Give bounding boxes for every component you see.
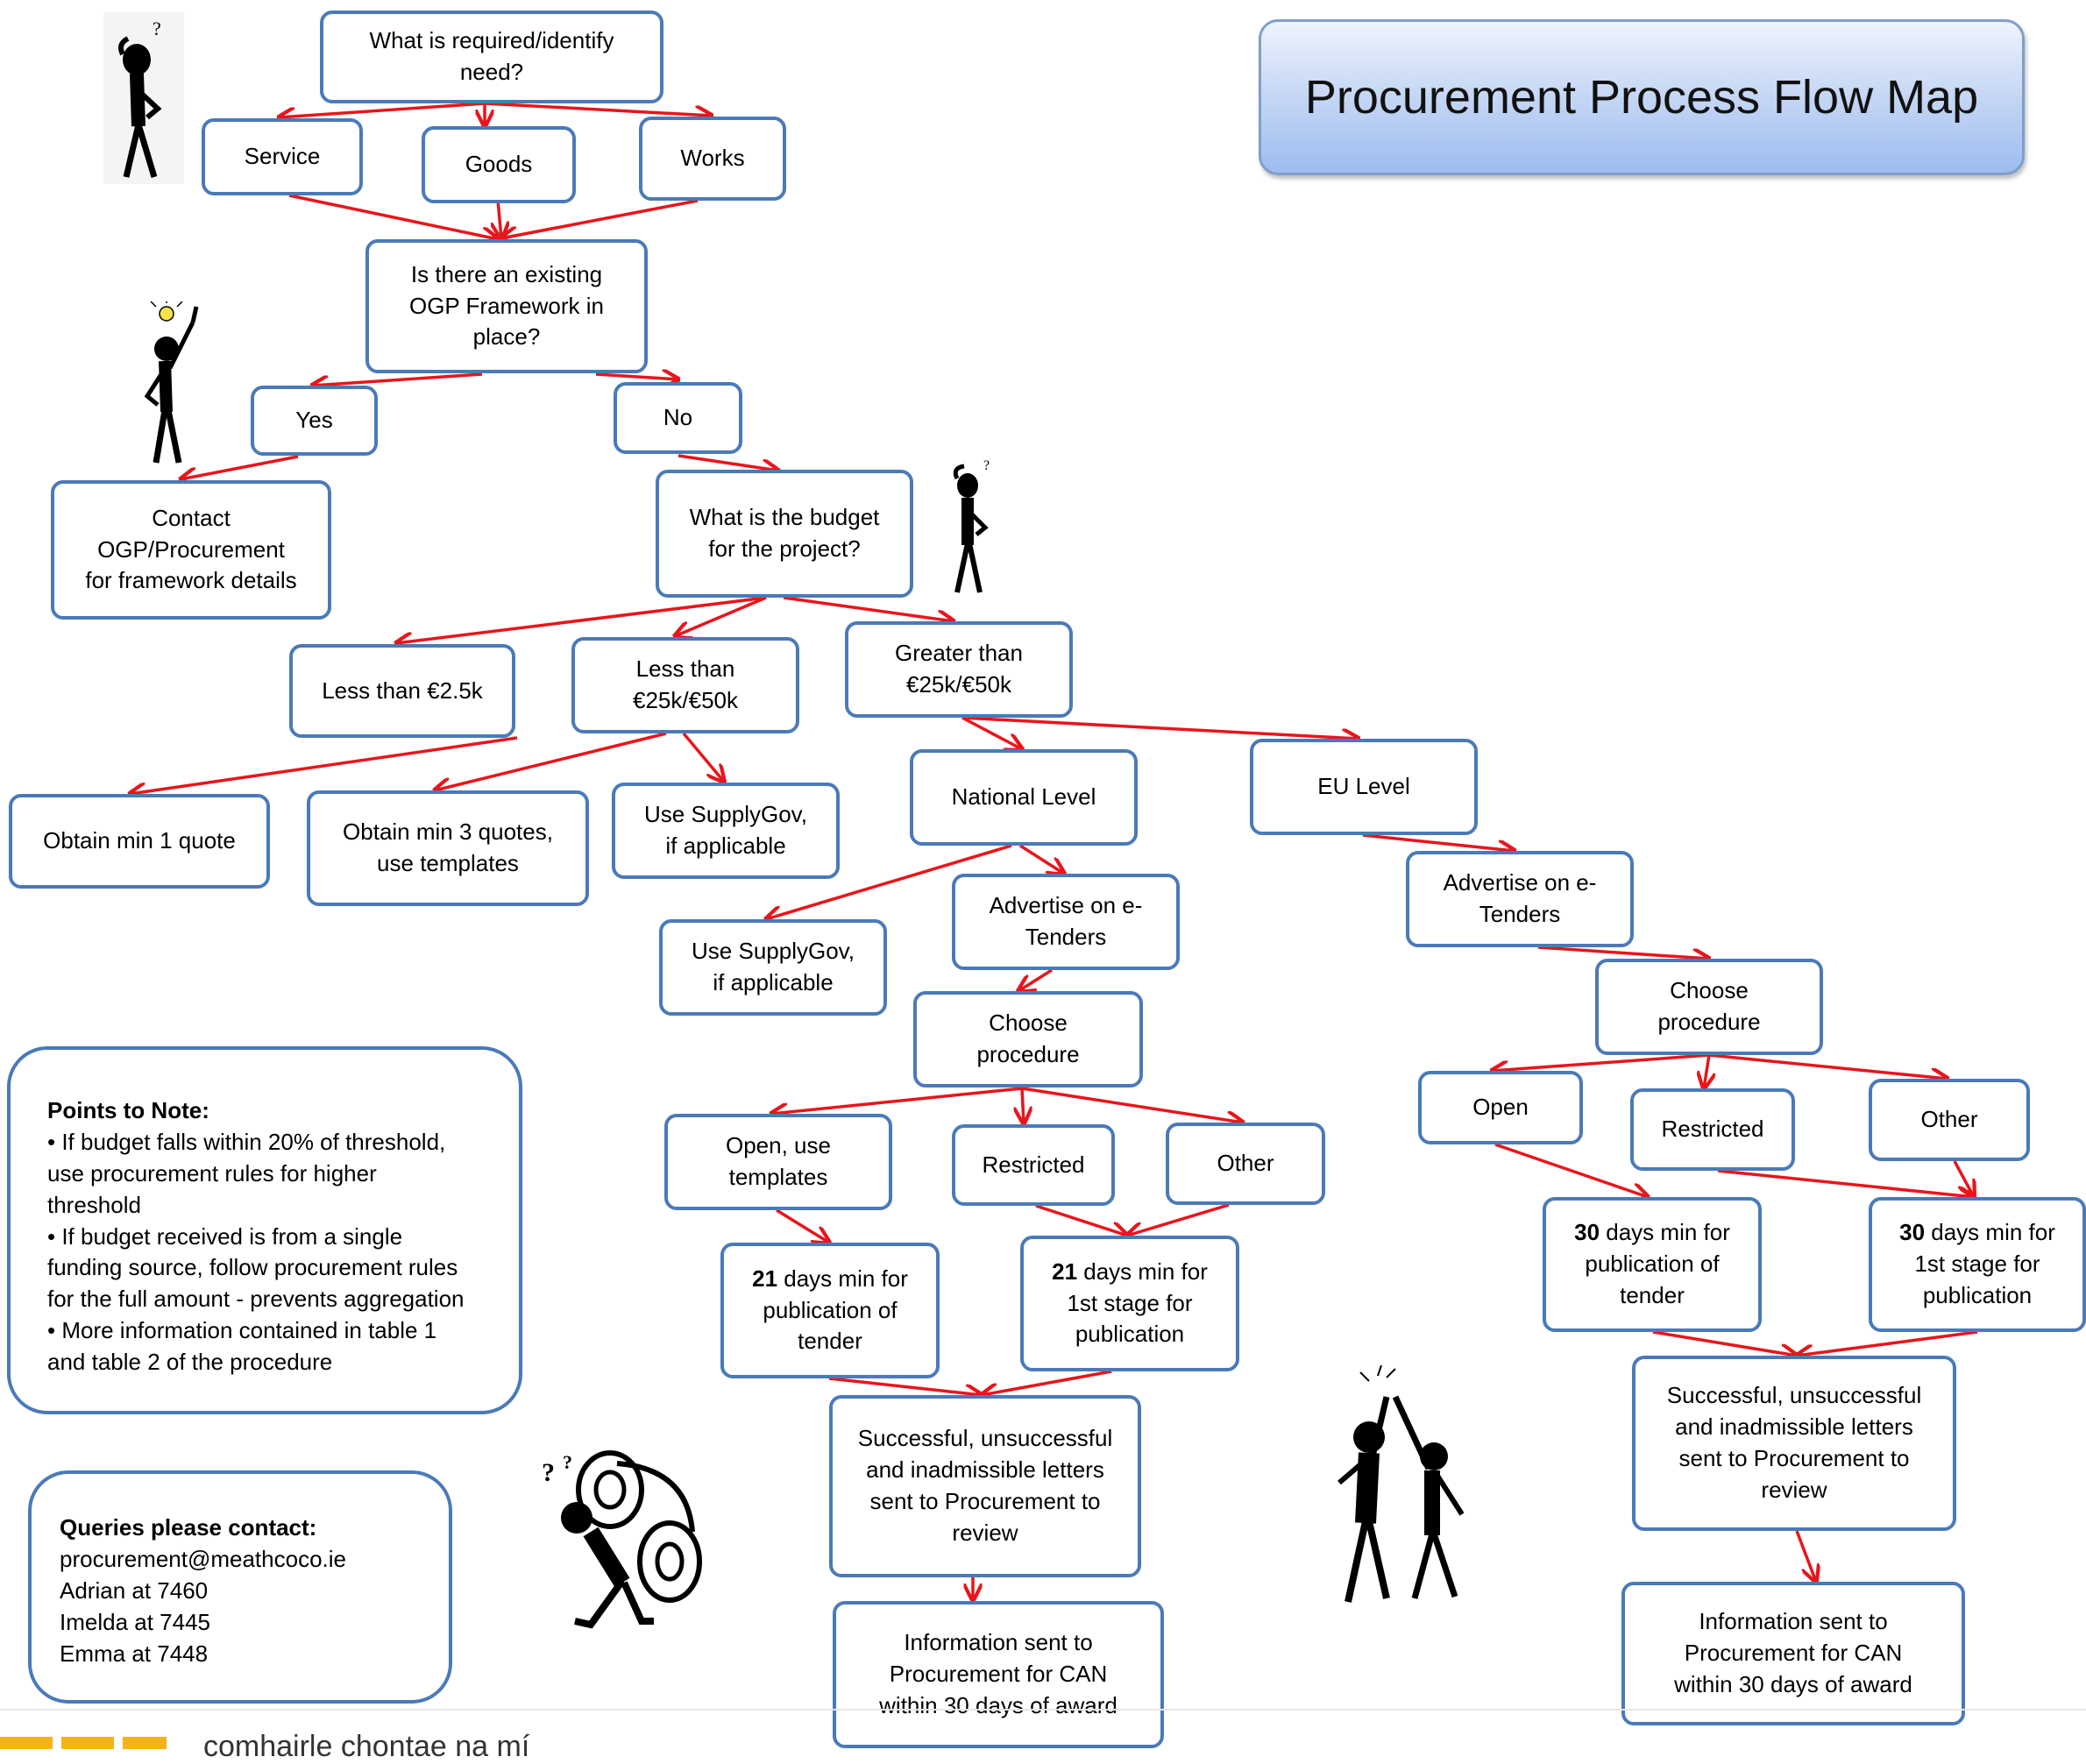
flow-arrow (312, 372, 483, 386)
flow-arrow (288, 194, 498, 239)
idea-figure-icon (144, 301, 199, 464)
flow-arrow (961, 716, 1359, 739)
flow-arrow (1708, 1053, 1948, 1079)
national-restricted-box: Restricted (952, 1124, 1115, 1206)
less-than-2-5k-box: Less than €2.5k (289, 644, 515, 738)
flow-arrow (1537, 946, 1709, 959)
eu-advertise-etenders-box: Advertise on e-Tenders (1406, 851, 1634, 947)
page-title-box: Procurement Process Flow Map (1259, 19, 2025, 175)
flow-arrow (1018, 968, 1053, 991)
flow-arrow (1652, 1330, 1797, 1356)
flow-arrow (181, 455, 299, 479)
flow-arrow (961, 716, 1022, 749)
obtain-1-quote-box: Obtain min 1 quote (9, 794, 270, 889)
flow-arrow (675, 596, 767, 636)
flow-arrow (1035, 1204, 1127, 1236)
flow-arrow (1795, 1530, 1816, 1582)
flow-arrow (982, 1370, 1112, 1395)
confused-figure-icon: ? ? (542, 1450, 702, 1629)
flow-arrow (595, 374, 678, 379)
no-box: No (614, 382, 742, 454)
svg-text:?: ? (542, 1458, 555, 1487)
eu-restricted-box: Restricted (1630, 1088, 1795, 1171)
flow-arrow (766, 844, 1012, 919)
council-logo-icon (0, 1737, 167, 1749)
national-advertise-etenders-box: Advertise on e-Tenders (952, 874, 1180, 970)
works-box: Works (639, 117, 786, 201)
flow-arrow (498, 199, 501, 238)
flow-arrow (1022, 1087, 1024, 1123)
flow-arrow (435, 732, 667, 790)
flow-arrow (1362, 833, 1515, 851)
greater-than-25k-box: Greater than€25k/€50k (845, 621, 1073, 718)
flow-arrow (1127, 1203, 1230, 1236)
flow-arrow (130, 736, 518, 794)
svg-text:?: ? (983, 458, 990, 473)
obtain-3-quotes-box: Obtain min 3 quotes,use templates (307, 790, 589, 906)
goods-box: Goods (422, 126, 576, 203)
page-title: Procurement Process Flow Map (1304, 71, 1979, 124)
flow-arrow (682, 732, 724, 782)
flow-arrow (1492, 1053, 1710, 1071)
flow-arrow (678, 454, 778, 471)
flow-arrow (1019, 844, 1064, 874)
contact-heading: Queries please contact: (60, 1514, 317, 1541)
national-other-box: Other (1166, 1123, 1325, 1205)
flow-arrow (1704, 1054, 1709, 1088)
flow-arrow (484, 102, 712, 116)
service-box: Service (202, 118, 363, 195)
flow-arrow (1717, 1169, 1974, 1197)
flow-arrow (783, 596, 954, 621)
eu-other-box: Other (1869, 1079, 2030, 1161)
flow-arrow (1021, 1087, 1243, 1123)
eu-open-box: Open (1418, 1071, 1583, 1144)
flow-arrow (776, 1208, 829, 1243)
svg-text:?: ? (563, 1451, 572, 1473)
question-figure-icon: ? (103, 12, 184, 184)
flow-arrow (1494, 1143, 1648, 1197)
flow-arrow (279, 102, 486, 117)
flow-arrow (501, 199, 699, 238)
national-level-box: National Level (910, 749, 1138, 846)
high-five-icon (1337, 1365, 1465, 1603)
footer: comhairle chontae na mí (0, 1709, 2086, 1763)
flow-arrow (1953, 1160, 1974, 1197)
question-figure-icon: ? (953, 458, 990, 593)
flow-arrow (1797, 1330, 1978, 1356)
supplygov-box-national: Use SupplyGov,if applicable (659, 919, 887, 1016)
contact-note-box: Queries please contact: procurement@meat… (28, 1470, 452, 1704)
points-to-note-heading: Points to Note: (47, 1097, 209, 1123)
less-than-25k-box: Less than€25k/€50k (571, 637, 799, 733)
flow-arrow (396, 596, 767, 643)
flow-arrow (828, 1377, 982, 1395)
points-to-note-box: Points to Note: • If budget falls within… (7, 1046, 522, 1414)
contact-email[interactable]: procurement@meathcoco.ie (60, 1545, 346, 1572)
yes-box: Yes (251, 386, 378, 456)
flow-arrow (771, 1087, 1023, 1114)
supplygov-box-low: Use SupplyGov,if applicable (612, 783, 840, 879)
svg-text:?: ? (153, 18, 161, 39)
eu-level-box: EU Level (1250, 739, 1478, 835)
